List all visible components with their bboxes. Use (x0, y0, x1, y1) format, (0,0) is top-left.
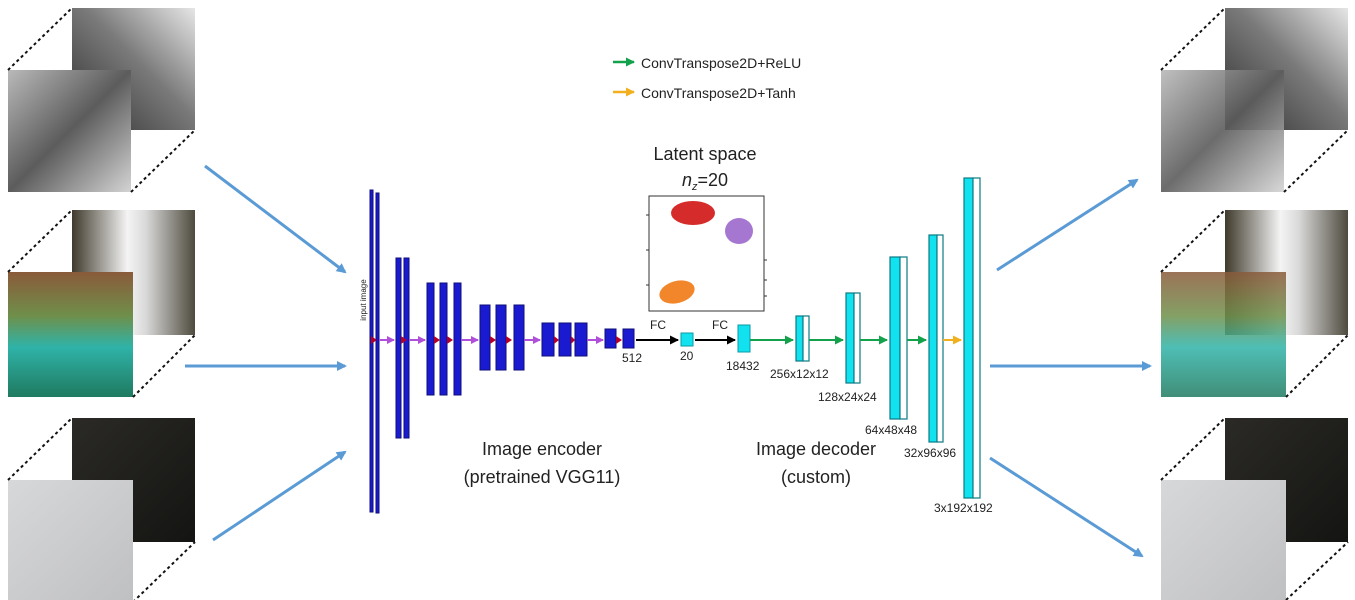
latent-scatter-plot (646, 195, 767, 312)
encoder-relu-tips (371, 336, 622, 344)
output-image-stack-2 (1160, 209, 1349, 398)
fc2-block (737, 324, 751, 353)
waterfall-color-reconstruction (1161, 272, 1286, 397)
latent-vector-block (680, 332, 694, 347)
output-arrow-3 (989, 456, 1144, 558)
input-image-stack-1 (7, 7, 196, 193)
decoder-dim-3: 64x48x48 (865, 423, 917, 437)
encoder-subtitle: (pretrained VGG11) (464, 467, 621, 487)
decoder-dim-1: 256x12x12 (770, 367, 829, 381)
encoder-title: Image encoder (482, 439, 602, 459)
latent-dim-label: 20 (680, 349, 694, 363)
toys-light-reconstruction (1161, 480, 1286, 600)
decoder-dim-4: 32x96x96 (904, 446, 956, 460)
latent-space-title: Latent space (653, 144, 756, 164)
encoder-network (369, 189, 635, 514)
fc1-label: FC (650, 318, 666, 332)
input-layer-bar-1 (369, 189, 374, 513)
lena-image (8, 70, 131, 192)
input-image-stack-2 (7, 209, 196, 398)
legend-relu-label: ConvTranspose2D+ReLU (641, 55, 801, 71)
decoder-dim-5: 3x192x192 (934, 501, 993, 515)
output-arrow-1 (996, 178, 1139, 272)
encoder-output-dim: 512 (622, 351, 642, 365)
input-image-label: input image (359, 279, 368, 321)
decoder-title: Image decoder (756, 439, 876, 459)
output-image-stack-3 (1160, 417, 1349, 600)
legend-tanh-label: ConvTranspose2D+Tanh (641, 85, 796, 101)
legend: ConvTranspose2D+ReLU ConvTranspose2D+Tan… (613, 55, 801, 101)
decoder-network (795, 177, 981, 499)
waterfall-color-image (8, 272, 133, 397)
cluster-purple (725, 218, 753, 244)
toys-light-image (8, 480, 133, 600)
decoder-dim-2: 128x24x24 (818, 390, 877, 404)
input-arrow-1 (204, 164, 347, 274)
input-image-stack-3 (7, 417, 196, 600)
output-image-stack-1 (1160, 7, 1349, 193)
fc2-dim-label: 18432 (726, 359, 760, 373)
cluster-red (671, 201, 715, 225)
input-arrow-3 (212, 450, 347, 542)
latent-nz: nz=20 (682, 170, 728, 193)
lena-reconstruction (1161, 70, 1284, 192)
cluster-orange (659, 280, 695, 304)
input-layer-bar-2 (375, 192, 380, 514)
fc2-label: FC (712, 318, 728, 332)
decoder-subtitle: (custom) (781, 467, 851, 487)
